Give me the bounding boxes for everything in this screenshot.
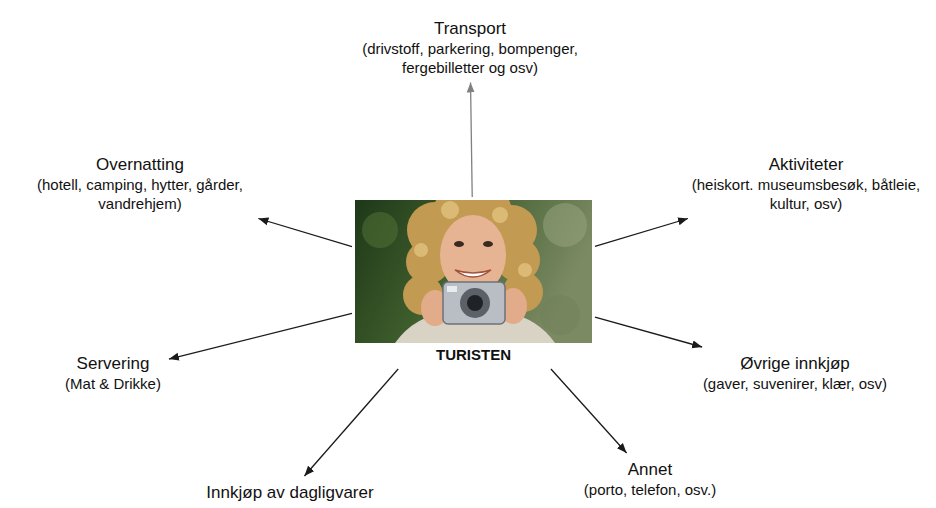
category-node: Servering(Mat & Drikke) (61, 351, 165, 395)
camera-lens (460, 288, 490, 318)
category-node: Aktiviteter(heiskort. museumsbesøk, båtl… (686, 152, 926, 215)
photo-caption: TURISTEN (359, 345, 588, 364)
arrow-connector (595, 317, 702, 347)
camera-flash (447, 286, 457, 292)
photo-background (355, 200, 592, 343)
arrow-connector (258, 219, 352, 247)
tourist-node: TURISTEN (355, 200, 592, 366)
category-node: Øvrige innkjøp(gaver, suvenirer, klær, o… (699, 351, 891, 395)
hair-highlight (441, 201, 459, 219)
category-heading: Transport (349, 18, 591, 39)
smile (455, 270, 491, 277)
hair-highlight (518, 263, 532, 277)
category-heading: Annet (584, 459, 716, 480)
bokeh (362, 212, 398, 248)
category-detail: (drivstoff, parkering, bompenger, fergeb… (349, 39, 591, 77)
arrow-connector (169, 313, 352, 359)
category-heading: Overnatting (14, 154, 266, 175)
category-detail: (porto, telefon, osv.) (584, 480, 716, 499)
hair-highlight (492, 207, 508, 223)
arrow-connector (471, 83, 473, 198)
category-heading: Øvrige innkjøp (703, 353, 887, 374)
bokeh (543, 203, 587, 247)
hair-highlight (414, 243, 428, 257)
category-detail: (gaver, suvenirer, klær, osv) (703, 374, 887, 393)
category-node: Transport(drivstoff, parkering, bompenge… (345, 16, 595, 79)
category-node: Annet(porto, telefon, osv.) (580, 457, 720, 501)
arrow-connector (304, 369, 398, 476)
category-detail: (Mat & Drikke) (65, 374, 161, 393)
category-node: Innkjøp av dagligvarer (202, 480, 377, 505)
arrow-connector (595, 219, 688, 247)
eye (454, 241, 464, 247)
category-node: Overnatting(hotell, camping, hytter, går… (10, 152, 270, 215)
category-heading: Servering (65, 353, 161, 374)
bokeh (540, 295, 580, 335)
category-heading: Innkjøp av dagligvarer (206, 482, 373, 503)
eye (483, 241, 493, 247)
category-detail: (hotell, camping, hytter, gårder, vandre… (14, 175, 266, 213)
category-detail: (heiskort. museumsbesøk, båtleie, kultur… (690, 175, 922, 213)
tourist-photo (355, 200, 592, 343)
category-heading: Aktiviteter (690, 154, 922, 175)
arrow-connector (551, 369, 627, 453)
camera-body (443, 282, 505, 324)
camera-lens-glass (467, 295, 483, 311)
